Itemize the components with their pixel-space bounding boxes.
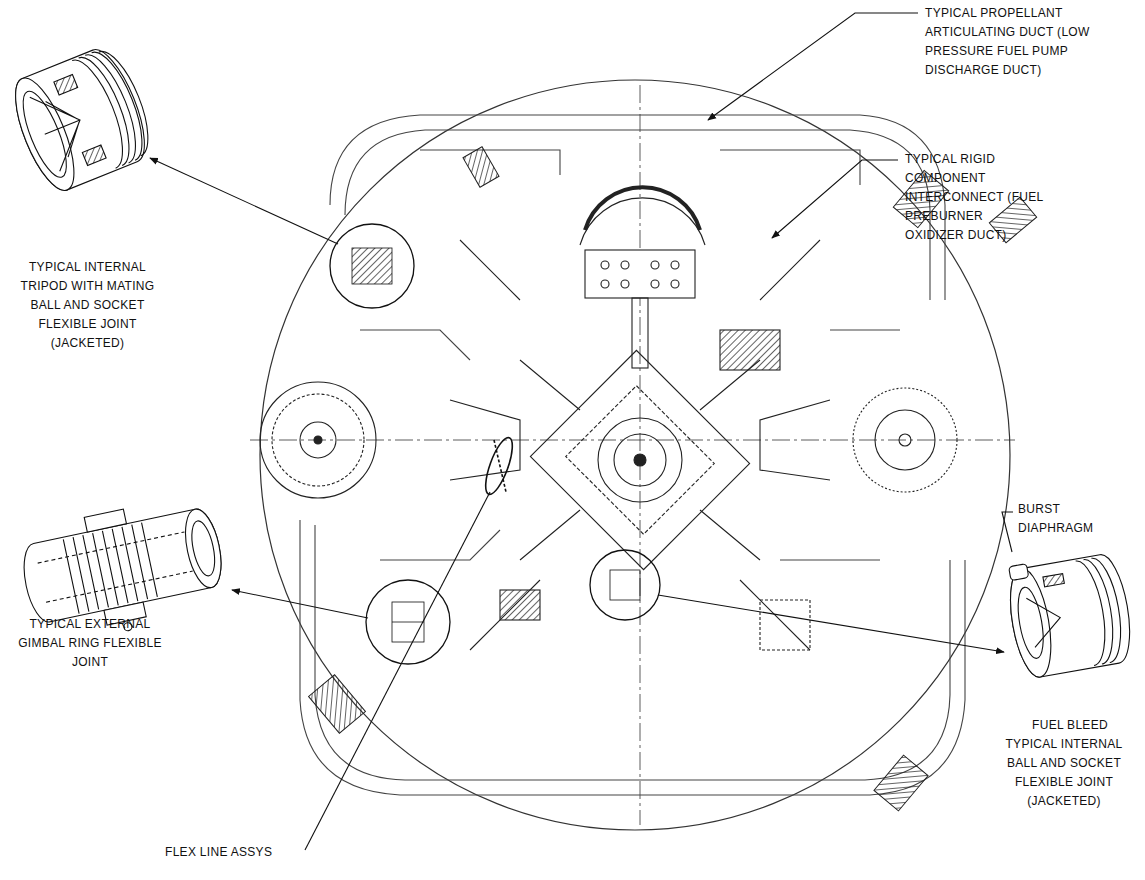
gimbal-joint-inset — [18, 506, 227, 625]
tripod-joint-inset — [72, 43, 160, 169]
pump-housing — [300, 422, 336, 458]
detail-circle — [610, 570, 640, 600]
main-injector-hub — [634, 454, 646, 466]
leader-line — [658, 595, 1004, 652]
detail-circle — [330, 224, 660, 664]
callout-label: TYPICAL INTERNAL TRIPOD WITH MATING BALL… — [5, 258, 170, 353]
pump-housing — [601, 280, 609, 288]
pump-housing — [853, 388, 957, 492]
main-injector-hub — [450, 240, 830, 650]
label-holder: TYPICAL INTERNAL BALL AND SOCKET FLEXIBL… — [990, 735, 1138, 811]
leader-line — [708, 13, 918, 120]
detail-circle — [392, 602, 424, 642]
label-holder: FLEX LINE ASSYS — [165, 843, 272, 862]
callout-label: TYPICAL PROPELLANT ARTICULATING DUCT (LO… — [925, 4, 1135, 80]
pump-housing — [671, 261, 679, 269]
tripod-joint-inset — [54, 75, 78, 95]
label-holder: TYPICAL EXTERNAL GIMBAL RING FLEXIBLE JO… — [15, 615, 165, 672]
main-injector-hub — [500, 590, 540, 620]
callout-label: FUEL BLEED — [1005, 716, 1135, 735]
pump-housing — [632, 298, 648, 368]
fuel-bleed-joint-inset — [1026, 593, 1064, 647]
duct-flange — [309, 675, 366, 734]
leader-line — [150, 13, 1013, 850]
flex-line-assembly — [494, 440, 506, 492]
main-injector-hub — [614, 434, 666, 486]
pump-housing — [621, 280, 629, 288]
main-injector-hub — [530, 350, 749, 569]
pump-housing — [601, 261, 609, 269]
fuel-bleed-joint-inset — [1043, 574, 1064, 587]
pump-housing — [260, 187, 957, 498]
detail-circle — [590, 550, 660, 620]
duct-flange — [463, 147, 499, 187]
callout-label: FLEX LINE ASSYS — [165, 843, 272, 862]
detail-circle — [352, 248, 392, 284]
propellant-duct — [345, 130, 930, 300]
main-injector-hub — [520, 360, 760, 560]
label-holder: FUEL BLEED — [1005, 716, 1135, 735]
fuel-bleed-joint-inset — [1003, 552, 1136, 680]
gimbal-joint-inset — [84, 509, 126, 532]
tripod-joint-inset — [4, 41, 161, 198]
fuel-bleed-joint-inset — [1009, 564, 1029, 581]
pump-housing — [314, 436, 322, 444]
pump-housing — [580, 198, 705, 245]
leader-line — [150, 158, 338, 244]
tripod-joint-inset — [4, 43, 157, 198]
pump-housing — [671, 280, 679, 288]
propellant-duct — [315, 525, 950, 780]
flex-line-assembly — [480, 435, 517, 498]
callout-label: TYPICAL INTERNAL BALL AND SOCKET FLEXIBL… — [990, 735, 1138, 811]
leader-line — [305, 492, 490, 850]
tripod-joint-inset — [82, 145, 106, 165]
leader-line — [232, 590, 368, 618]
leader-line — [1002, 512, 1013, 552]
pump-housing — [651, 280, 659, 288]
detail-circle — [330, 224, 414, 308]
label-holder: TYPICAL RIGID COMPONENT INTERCONNECT (FU… — [905, 150, 1045, 245]
main-injector-hub — [598, 418, 682, 502]
callout-label: BURST DIAPHRAGM — [1018, 500, 1118, 538]
leader-line — [772, 160, 898, 238]
main-injector-hub — [760, 600, 810, 650]
pump-housing — [260, 382, 376, 498]
label-holder: TYPICAL PROPELLANT ARTICULATING DUCT (LO… — [925, 4, 1135, 80]
propellant-duct — [360, 330, 900, 360]
gimbal-joint-inset — [188, 519, 219, 578]
gimbal-joint-inset — [63, 523, 157, 614]
flex-line-assembly — [480, 435, 517, 498]
label-holder: TYPICAL INTERNAL TRIPOD WITH MATING BALL… — [5, 258, 170, 353]
fuel-bleed-joint-inset — [1076, 555, 1128, 665]
gimbal-joint-inset — [38, 532, 193, 602]
main-injector-hub — [720, 330, 780, 370]
main-injector-hub — [566, 386, 714, 534]
engine-outline — [260, 80, 1010, 830]
main-injector-hub — [460, 240, 820, 650]
engine-outline — [250, 440, 1015, 441]
pump-housing — [651, 261, 659, 269]
pump-housing — [899, 434, 911, 446]
fuel-bleed-joint-inset — [1014, 585, 1048, 660]
engine-outline — [250, 80, 1015, 830]
detail-circle — [392, 622, 424, 623]
propellant-duct — [300, 115, 965, 795]
pump-housing — [621, 261, 629, 269]
callout-label: TYPICAL RIGID COMPONENT INTERCONNECT (FU… — [905, 150, 1045, 245]
gimbal-joint-inset — [179, 506, 227, 591]
duct-flange — [309, 147, 1037, 811]
callout-label: TYPICAL EXTERNAL GIMBAL RING FLEXIBLE JO… — [15, 615, 165, 672]
label-holder: BURST DIAPHRAGM — [1018, 500, 1118, 538]
propellant-duct — [300, 520, 965, 795]
pump-housing — [875, 410, 935, 470]
pump-housing — [272, 394, 364, 486]
pump-housing — [585, 187, 700, 230]
fuel-bleed-joint-inset — [1003, 548, 1137, 680]
propellant-duct — [330, 115, 945, 300]
pump-housing — [585, 250, 695, 298]
duct-flange — [874, 755, 928, 811]
